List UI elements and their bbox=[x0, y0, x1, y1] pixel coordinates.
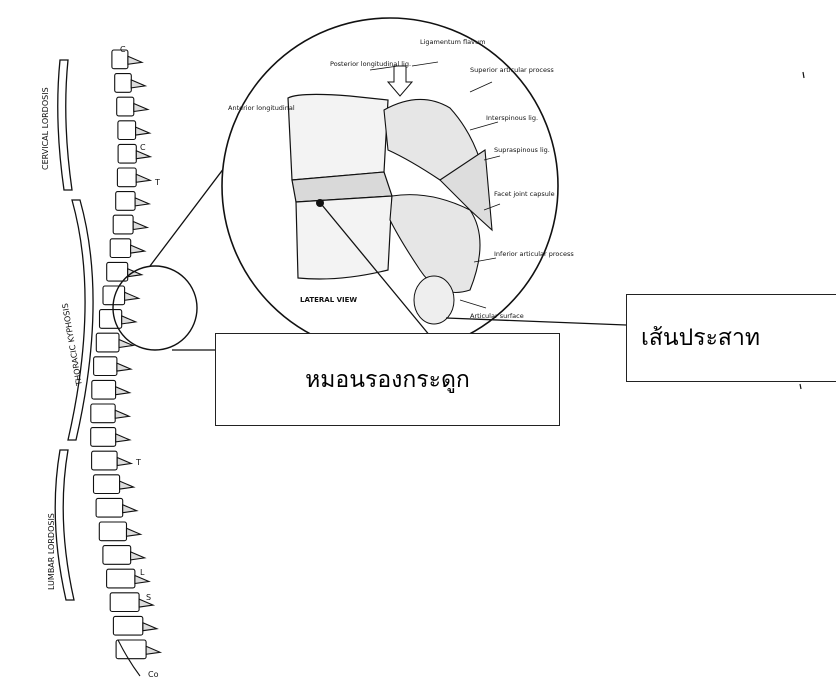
level-t-low: T bbox=[135, 458, 141, 467]
spinous-process-small bbox=[143, 623, 157, 631]
articular-lobe bbox=[414, 276, 454, 324]
label-inferior-articular: Inferior articular process bbox=[494, 250, 574, 258]
spinous-process-small bbox=[125, 292, 139, 300]
nerve-callout-box: เส้นประสาท bbox=[626, 294, 836, 382]
spinous-process-small bbox=[131, 80, 145, 88]
lumbar-label: LUMBAR LORDOSIS bbox=[47, 513, 56, 590]
spine-column bbox=[91, 50, 160, 676]
vertebra-body bbox=[118, 144, 136, 163]
spinous-process-small bbox=[136, 127, 150, 135]
spinous-process-small bbox=[146, 646, 160, 654]
spinous-process-small bbox=[119, 340, 133, 348]
vertebra-body bbox=[118, 121, 136, 140]
level-c-top: C bbox=[120, 45, 126, 54]
lower-vertebral-body bbox=[296, 196, 392, 279]
spinous-process-small bbox=[117, 458, 131, 466]
nerve-callout-text: เส้นประสาท bbox=[641, 320, 760, 356]
label-facet-joint: Facet joint capsule bbox=[494, 190, 555, 198]
vertebra-body bbox=[115, 74, 132, 93]
spinous-process-small bbox=[136, 174, 150, 182]
label-anterior-ligament: Anterior longitudinal bbox=[228, 104, 295, 112]
spinous-process-small bbox=[120, 481, 134, 489]
label-posterior-ligament: Posterior longitudinal lig. bbox=[330, 60, 411, 68]
thoracic-label: THORACIC KYPHOSIS bbox=[61, 303, 85, 388]
label-ligamentum-flavum: Ligamentum flavum bbox=[420, 38, 485, 46]
label-supraspinous: Supraspinous lig. bbox=[494, 146, 550, 154]
upper-vertebral-body bbox=[288, 94, 388, 180]
level-t-mid: T bbox=[154, 178, 160, 187]
spinous-process-small bbox=[116, 434, 130, 442]
disc-callout-box: หมอนรองกระดูก bbox=[215, 333, 560, 426]
detail-magnifier: Posterior longitudinal lig. Ligamentum f… bbox=[222, 18, 574, 354]
label-interspinous: Interspinous lig. bbox=[486, 114, 538, 122]
vertebra-body bbox=[99, 522, 126, 541]
spinous-process-small bbox=[135, 198, 149, 206]
spinous-process-small bbox=[116, 387, 130, 395]
vertebra-body bbox=[103, 546, 131, 565]
spinous-process-small bbox=[127, 528, 141, 536]
focus-circle-small bbox=[113, 266, 197, 350]
vertebra-body bbox=[91, 428, 116, 447]
vertebra-body bbox=[91, 404, 115, 423]
spinous-process-small bbox=[122, 316, 136, 324]
spinous-process-small bbox=[128, 56, 142, 64]
spinous-process-small bbox=[128, 269, 142, 277]
vertebra-body bbox=[116, 192, 135, 211]
vertebra-body bbox=[117, 97, 134, 116]
vertebra-body bbox=[94, 475, 120, 494]
label-superior-articular: Superior articular process bbox=[470, 66, 554, 74]
vertebra-body bbox=[92, 380, 116, 399]
vertebra-body bbox=[92, 451, 118, 470]
level-c-mid: C bbox=[140, 143, 146, 152]
spinous-process-small bbox=[133, 222, 147, 230]
spinous-process-small bbox=[115, 410, 129, 418]
vertebra-body bbox=[96, 498, 123, 517]
vertebra-body bbox=[96, 333, 119, 352]
cervical-label: CERVICAL LORDOSIS bbox=[41, 87, 50, 170]
vertebra-body bbox=[110, 239, 131, 258]
level-l-low: L bbox=[140, 568, 145, 577]
vertebra-body bbox=[94, 357, 117, 376]
spinous-process-small bbox=[123, 505, 137, 513]
spinous-process-small bbox=[117, 363, 131, 371]
level-s: S bbox=[146, 593, 151, 602]
vertebra-body bbox=[117, 168, 136, 187]
lumbar-bracket bbox=[55, 450, 74, 600]
spinous-process-small bbox=[131, 245, 145, 253]
label-lateral-view: LATERAL VIEW bbox=[300, 296, 357, 304]
vertebra-body bbox=[113, 215, 133, 234]
disc-callout-text: หมอนรองกระดูก bbox=[305, 362, 470, 398]
vertebra-body bbox=[116, 640, 146, 659]
level-co: Co bbox=[148, 670, 159, 679]
spinous-process-small bbox=[134, 104, 148, 112]
spinous-process-small bbox=[131, 552, 145, 560]
vertebra-body bbox=[113, 616, 142, 635]
cervical-bracket bbox=[58, 60, 72, 190]
vertebra-body bbox=[110, 593, 139, 612]
vertebra-body bbox=[100, 310, 122, 329]
vertebra-body bbox=[107, 569, 135, 588]
